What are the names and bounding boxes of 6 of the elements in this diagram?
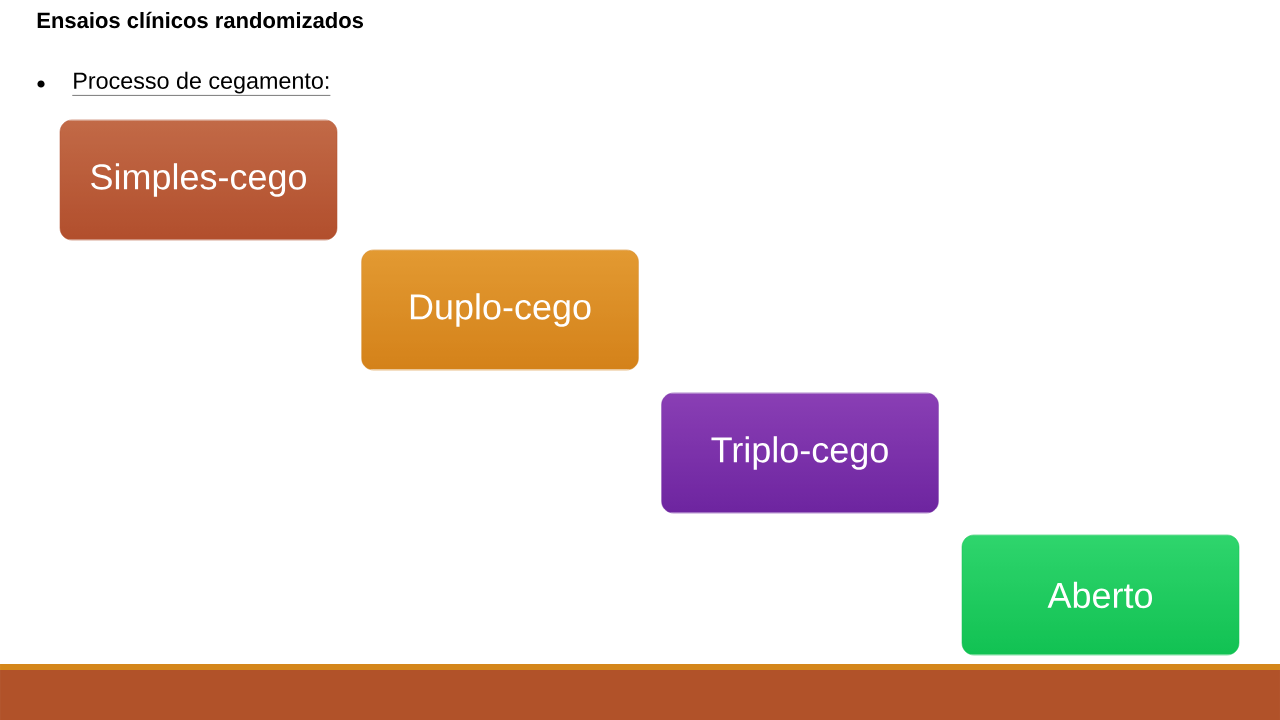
process-box: Triplo-cego bbox=[661, 392, 939, 514]
title: Ensaios clínicos randomizados bbox=[37, 11, 363, 29]
process-box: Simples-cego bbox=[59, 119, 338, 241]
heading-text: Processo de cegamento: bbox=[72, 71, 331, 96]
process-box: Duplo-cego bbox=[361, 249, 639, 371]
process-box: Aberto bbox=[961, 534, 1240, 656]
